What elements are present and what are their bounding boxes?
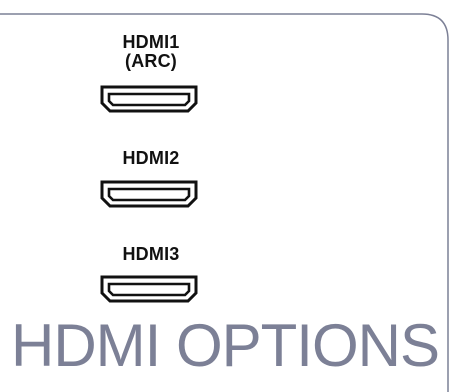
hdmi2-label: HDMI2 xyxy=(122,148,180,168)
hdmi3-label: HDMI3 xyxy=(122,244,180,264)
hdmi-port-icon xyxy=(100,180,198,208)
hdmi1-arc-label: HDMI1 (ARC) xyxy=(122,32,180,71)
page-title: HDMI OPTIONS xyxy=(10,312,440,379)
hdmi-port-icon xyxy=(100,275,198,303)
hdmi-port-icon xyxy=(100,85,198,113)
